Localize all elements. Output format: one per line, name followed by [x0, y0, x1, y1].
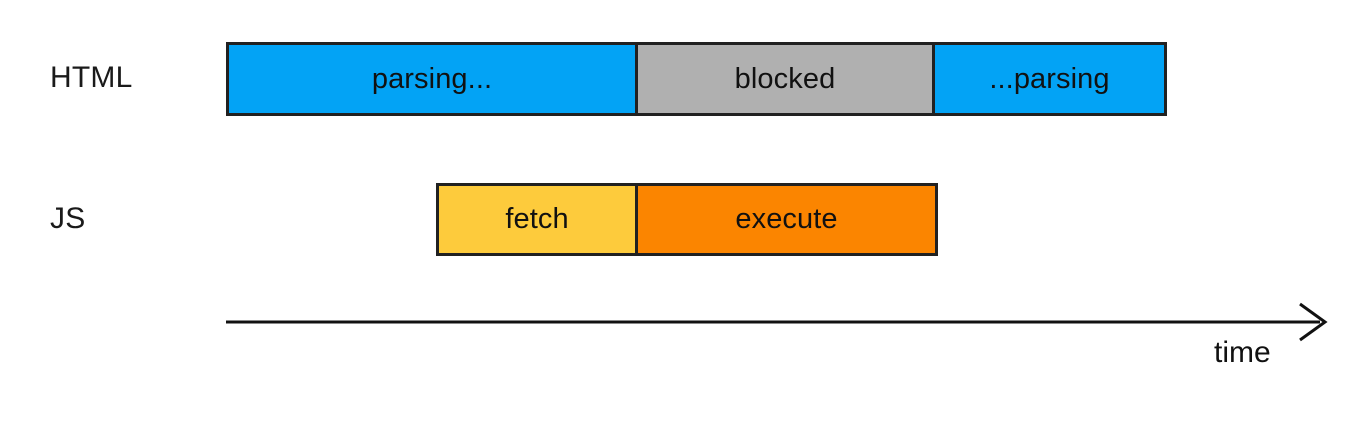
time-axis-arrow — [226, 302, 1328, 342]
segment-parsing-start[interactable]: parsing... — [226, 42, 638, 116]
row-label-js: JS — [50, 202, 86, 235]
timeline-track-js: fetch execute — [436, 183, 938, 256]
row-label-html: HTML — [50, 61, 133, 94]
segment-blocked[interactable]: blocked — [635, 42, 935, 116]
segment-parsing-end[interactable]: ...parsing — [932, 42, 1167, 116]
timeline-track-html: parsing... blocked ...parsing — [226, 42, 1170, 116]
time-axis-label: time — [1214, 336, 1271, 369]
segment-execute[interactable]: execute — [635, 183, 938, 256]
segment-fetch[interactable]: fetch — [436, 183, 638, 256]
arrow-head-icon — [1299, 302, 1328, 342]
